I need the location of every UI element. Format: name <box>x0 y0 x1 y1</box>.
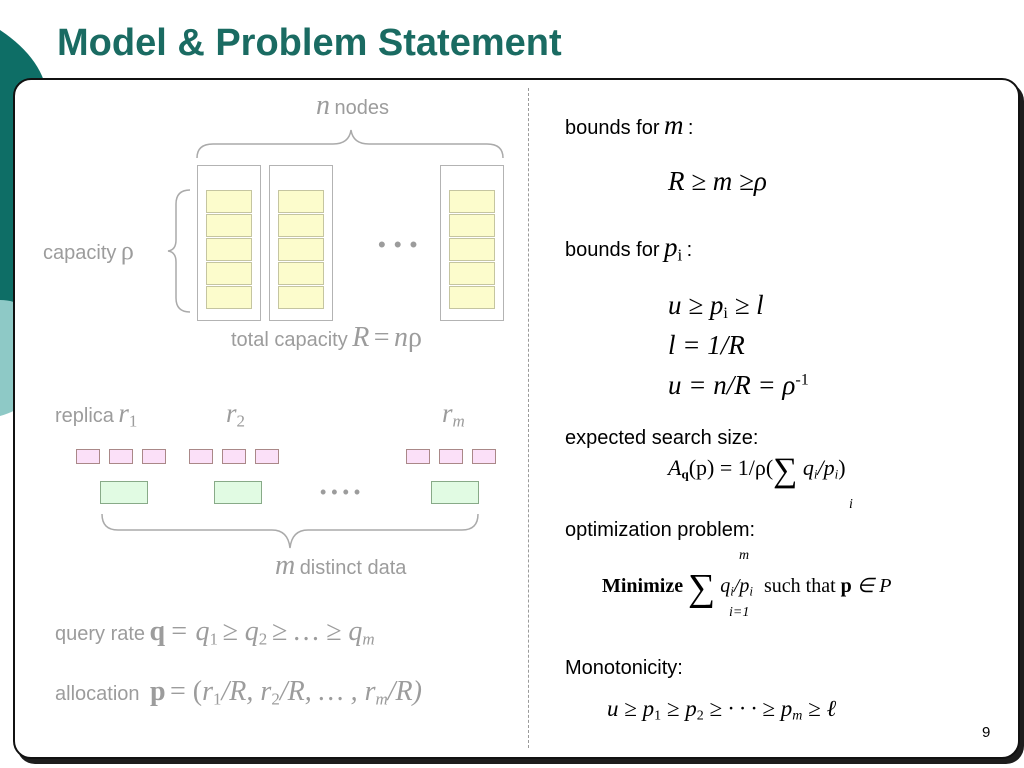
node-column-3 <box>440 165 504 321</box>
replica-r1-label: replica r1 <box>55 398 138 431</box>
monotonicity-label: Monotonicity: <box>565 657 683 679</box>
capacity-slot <box>206 286 252 309</box>
page-number: 9 <box>982 724 991 741</box>
query-rate: query rate q = q1 ≥ q2 ≥ … ≥ qm <box>55 616 375 649</box>
equation-l: l = 1/R <box>668 330 745 360</box>
capacity-slot <box>206 238 252 261</box>
equation-u: u = n/R = ρ-1 <box>668 370 809 400</box>
data-item-box <box>100 481 148 504</box>
search-size-label: expected search size: <box>565 427 759 449</box>
nodes-brace <box>196 129 504 159</box>
opt-sum-top: m <box>739 548 750 563</box>
capacity-slot <box>449 190 495 213</box>
optimization-formula: Minimize ∑ qi/pi such that p ∈ P <box>602 567 892 609</box>
replica-r2-label: r2 <box>226 398 246 431</box>
capacity-slot <box>278 190 324 213</box>
replica-box <box>439 449 463 464</box>
node-column-2 <box>269 165 333 321</box>
capacity-slot <box>278 262 324 285</box>
replica-box <box>189 449 213 464</box>
capacity-slot <box>206 190 252 213</box>
optimization-label: optimization problem: <box>565 519 756 541</box>
equation-p-bounds: u ≥ pi ≥ l <box>668 290 764 323</box>
replica-box <box>222 449 246 464</box>
replica-box <box>76 449 100 464</box>
search-sum-index: i <box>849 497 853 512</box>
capacity-brace <box>167 189 191 313</box>
replica-box <box>142 449 166 464</box>
replica-box <box>472 449 496 464</box>
capacity-slot <box>278 214 324 237</box>
data-ellipsis: • • • • <box>320 482 361 502</box>
replica-rm-label: rm <box>442 398 465 431</box>
data-item-box <box>431 481 479 504</box>
monotonicity-formula: u ≥ p1 ≥ p2 ≥ · · · ≥ pm ≥ ℓ <box>607 696 837 724</box>
nodes-heading: n nodes <box>316 90 389 121</box>
replica-box <box>255 449 279 464</box>
column-divider <box>528 88 529 748</box>
capacity-slot <box>206 214 252 237</box>
capacity-slot <box>278 286 324 309</box>
capacity-slot <box>449 262 495 285</box>
distinct-data-label: m distinct data <box>275 550 407 581</box>
content-panel <box>13 78 1020 759</box>
node-ellipsis: • • • <box>378 232 419 257</box>
total-capacity: total capacity R = nρ <box>231 322 422 353</box>
capacity-label: capacity ρ <box>43 236 134 265</box>
data-item-box <box>214 481 262 504</box>
bounds-m-label: bounds for m : <box>565 110 694 140</box>
replica-box <box>406 449 430 464</box>
capacity-slot <box>449 238 495 261</box>
search-size-formula: Aq(p) = 1/ρ(∑ qi/pi) <box>668 452 846 489</box>
opt-sum-bottom: i=1 <box>729 605 750 620</box>
data-brace <box>101 513 479 549</box>
capacity-slot <box>449 286 495 309</box>
capacity-slot <box>449 214 495 237</box>
allocation: allocation p = (r1/R, r2/R, … , rm/R) <box>55 676 422 709</box>
node-column-1 <box>197 165 261 321</box>
bounds-p-label: bounds for pi : <box>565 232 693 265</box>
capacity-slot <box>278 238 324 261</box>
slide-title: Model & Problem Statement <box>57 22 562 64</box>
capacity-slot <box>206 262 252 285</box>
replica-box <box>109 449 133 464</box>
equation-m-bounds: R ≥ m ≥ρ <box>668 166 767 196</box>
